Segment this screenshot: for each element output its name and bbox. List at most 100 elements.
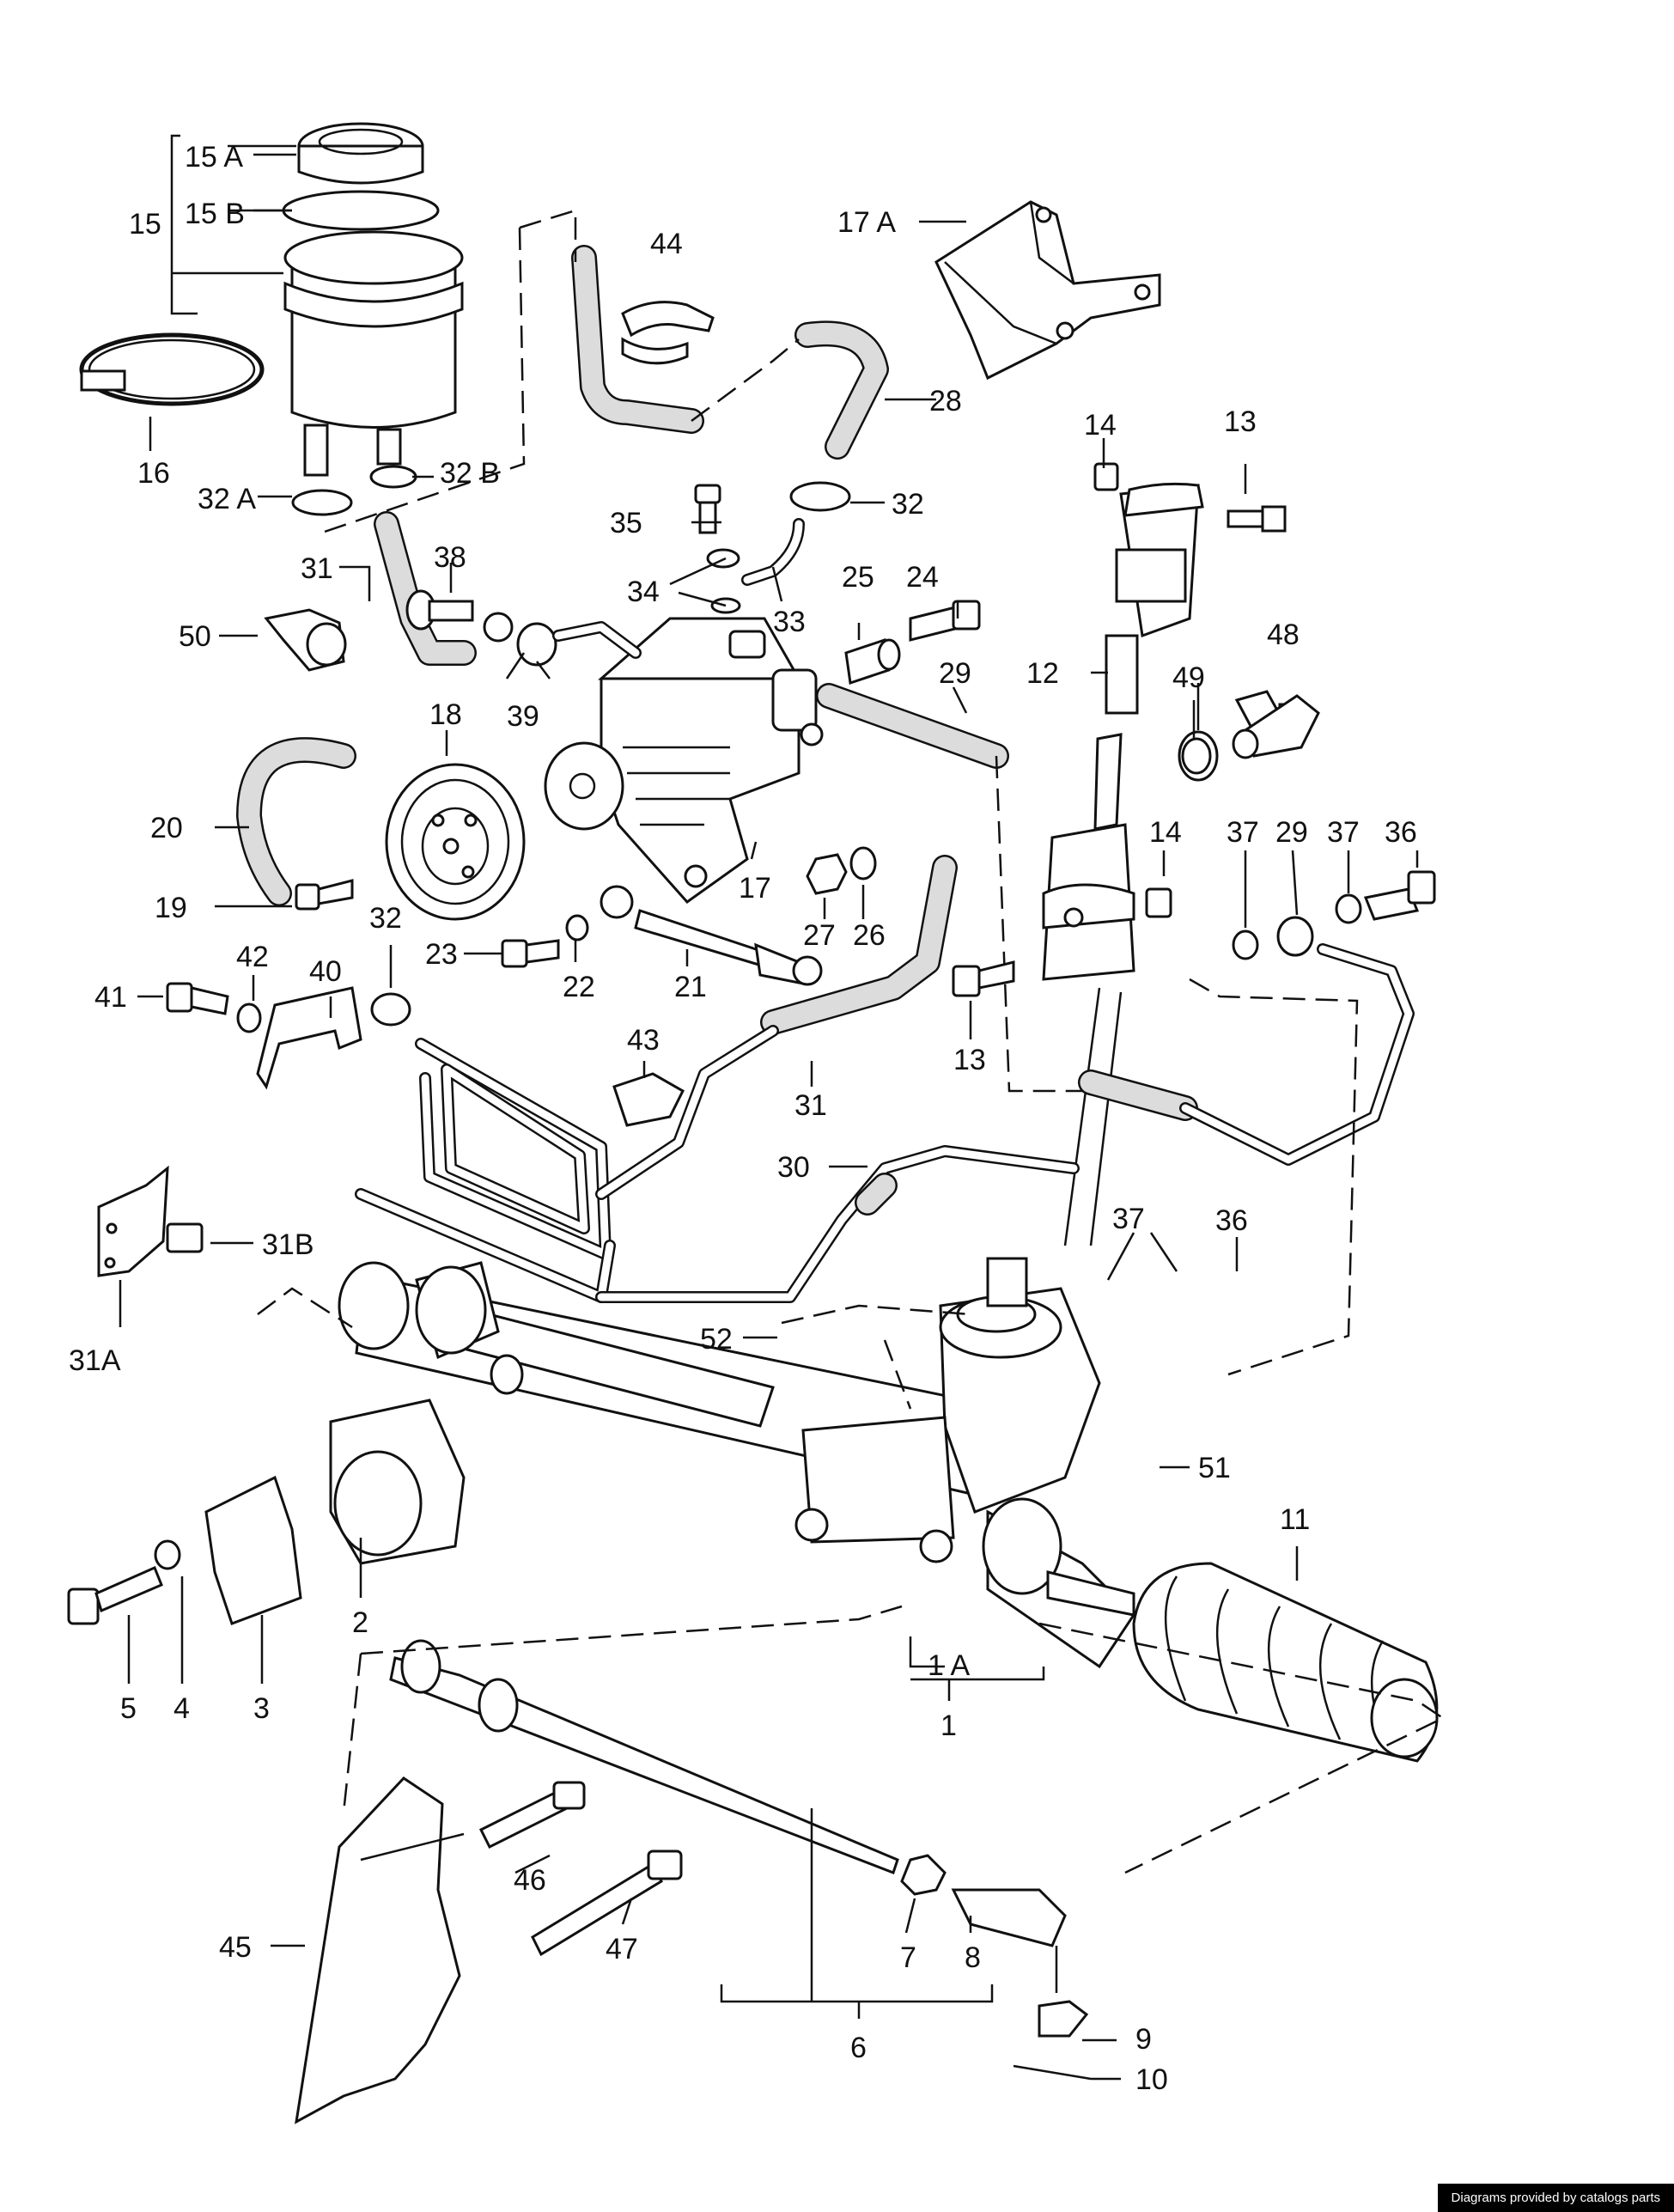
clip-32 (370, 992, 411, 1027)
label-13-top: 13 (1224, 405, 1257, 438)
label-16: 16 (137, 457, 170, 490)
dashed-guides-bottom (257, 1287, 1446, 1874)
label-36-lower: 36 (1215, 1204, 1248, 1237)
fitting-37-29-36 (1232, 870, 1436, 960)
label-28: 28 (929, 385, 962, 417)
bolt-19 (295, 879, 354, 911)
label-47: 47 (606, 1933, 638, 1965)
label-45: 45 (219, 1931, 252, 1964)
reservoir-assembly (170, 122, 464, 516)
clip-43 (612, 1072, 685, 1127)
label-31A: 31A (69, 1344, 121, 1377)
clip-31B (166, 1222, 204, 1253)
label-32A: 32 A (198, 483, 256, 515)
label-13-mid: 13 (953, 1044, 986, 1076)
label-27: 27 (803, 919, 836, 952)
label-37-mid-right: 37 (1327, 816, 1360, 849)
label-31-mid: 31 (794, 1089, 827, 1122)
part-labels: 15 A 15 B 15 16 32 A 32 B 44 17 A 28 14 … (69, 141, 1417, 2096)
label-30: 30 (777, 1151, 810, 1184)
hose-30 (855, 1173, 898, 1216)
credit-badge: Diagrams provided by catalogs parts (1437, 2184, 1674, 2212)
spacer-25-bolt-24 (844, 600, 981, 685)
label-32-top: 32 (892, 488, 924, 521)
boot-11 (1132, 1562, 1439, 1763)
label-21: 21 (674, 971, 707, 1003)
label-29-top: 29 (939, 657, 971, 690)
suction-hose-28 (321, 209, 889, 534)
bracket-17A (934, 200, 1161, 381)
steering-rack-1 (338, 1257, 1135, 1669)
label-8: 8 (965, 1941, 981, 1974)
bolt-13-lower (952, 960, 1015, 997)
bolt-23-washer-22 (501, 914, 589, 968)
pressure-line-29-right (1078, 943, 1415, 1376)
label-19: 19 (155, 892, 187, 924)
label-48: 48 (1267, 619, 1300, 651)
label-24: 24 (906, 561, 939, 594)
label-38: 38 (434, 541, 466, 574)
label-1A: 1 A (928, 1649, 970, 1682)
nut-27-washer-26 (806, 846, 877, 895)
label-11: 11 (1280, 1503, 1310, 1536)
label-35: 35 (610, 507, 642, 539)
label-9: 9 (1135, 2023, 1152, 2056)
label-22: 22 (563, 971, 595, 1003)
label-36-mid: 36 (1385, 816, 1417, 849)
label-14-top: 14 (1084, 409, 1117, 442)
reservoir-clamp (79, 332, 265, 451)
label-52: 52 (700, 1323, 733, 1356)
label-37-lower: 37 (1112, 1203, 1145, 1235)
label-7: 7 (900, 1941, 916, 1974)
label-15A: 15 A (185, 141, 243, 174)
label-18: 18 (429, 698, 462, 731)
label-5: 5 (120, 1692, 137, 1725)
label-20: 20 (150, 812, 183, 844)
label-46: 46 (514, 1864, 546, 1897)
label-44: 44 (650, 228, 683, 260)
label-26: 26 (853, 919, 886, 952)
hose-31-lower (760, 855, 958, 1035)
banjo-fittings (264, 589, 642, 672)
bracket-40 (256, 986, 362, 1090)
bolt-5 (67, 1566, 163, 1625)
steering-shaft-12 (1042, 482, 1204, 1246)
banjo-bolt-35 (694, 481, 851, 614)
label-33: 33 (773, 606, 806, 638)
bolts-46-47 (478, 1781, 683, 1957)
mount-2-bracket-3 (154, 1398, 466, 1625)
label-12: 12 (1026, 657, 1059, 690)
label-14-mid: 14 (1149, 816, 1182, 849)
bracket-31A (97, 1165, 169, 1277)
leader-lines (119, 153, 1419, 2081)
label-25: 25 (842, 561, 874, 594)
label-4: 4 (173, 1692, 190, 1725)
pressure-switch-48 (1181, 694, 1320, 775)
label-3: 3 (253, 1692, 270, 1725)
label-17: 17 (739, 872, 771, 905)
label-23: 23 (425, 938, 458, 971)
label-51: 51 (1198, 1452, 1231, 1484)
label-37-mid-left: 37 (1227, 816, 1259, 849)
label-41: 41 (94, 981, 127, 1014)
label-43: 43 (627, 1024, 660, 1057)
tie-rod-6 (389, 1639, 1092, 2081)
adjusting-rod-21 (600, 885, 823, 986)
label-6: 6 (850, 2032, 867, 2064)
label-42: 42 (236, 941, 269, 973)
label-31B: 31B (262, 1228, 314, 1261)
cooler-loop (355, 1025, 1080, 1303)
label-15B: 15 B (185, 198, 245, 230)
label-1: 1 (940, 1709, 957, 1742)
label-29-mid: 29 (1275, 816, 1308, 849)
label-34: 34 (627, 576, 660, 608)
bellows-45 (295, 1776, 461, 2124)
power-steering-pump-17 (544, 617, 824, 905)
label-32B: 32 B (440, 457, 500, 490)
hose-31-connector (374, 511, 477, 666)
label-40: 40 (309, 955, 342, 988)
hose-clamp-44 (621, 301, 715, 365)
label-50: 50 (179, 620, 211, 653)
label-17A: 17 A (837, 206, 896, 239)
label-49: 49 (1172, 661, 1205, 694)
